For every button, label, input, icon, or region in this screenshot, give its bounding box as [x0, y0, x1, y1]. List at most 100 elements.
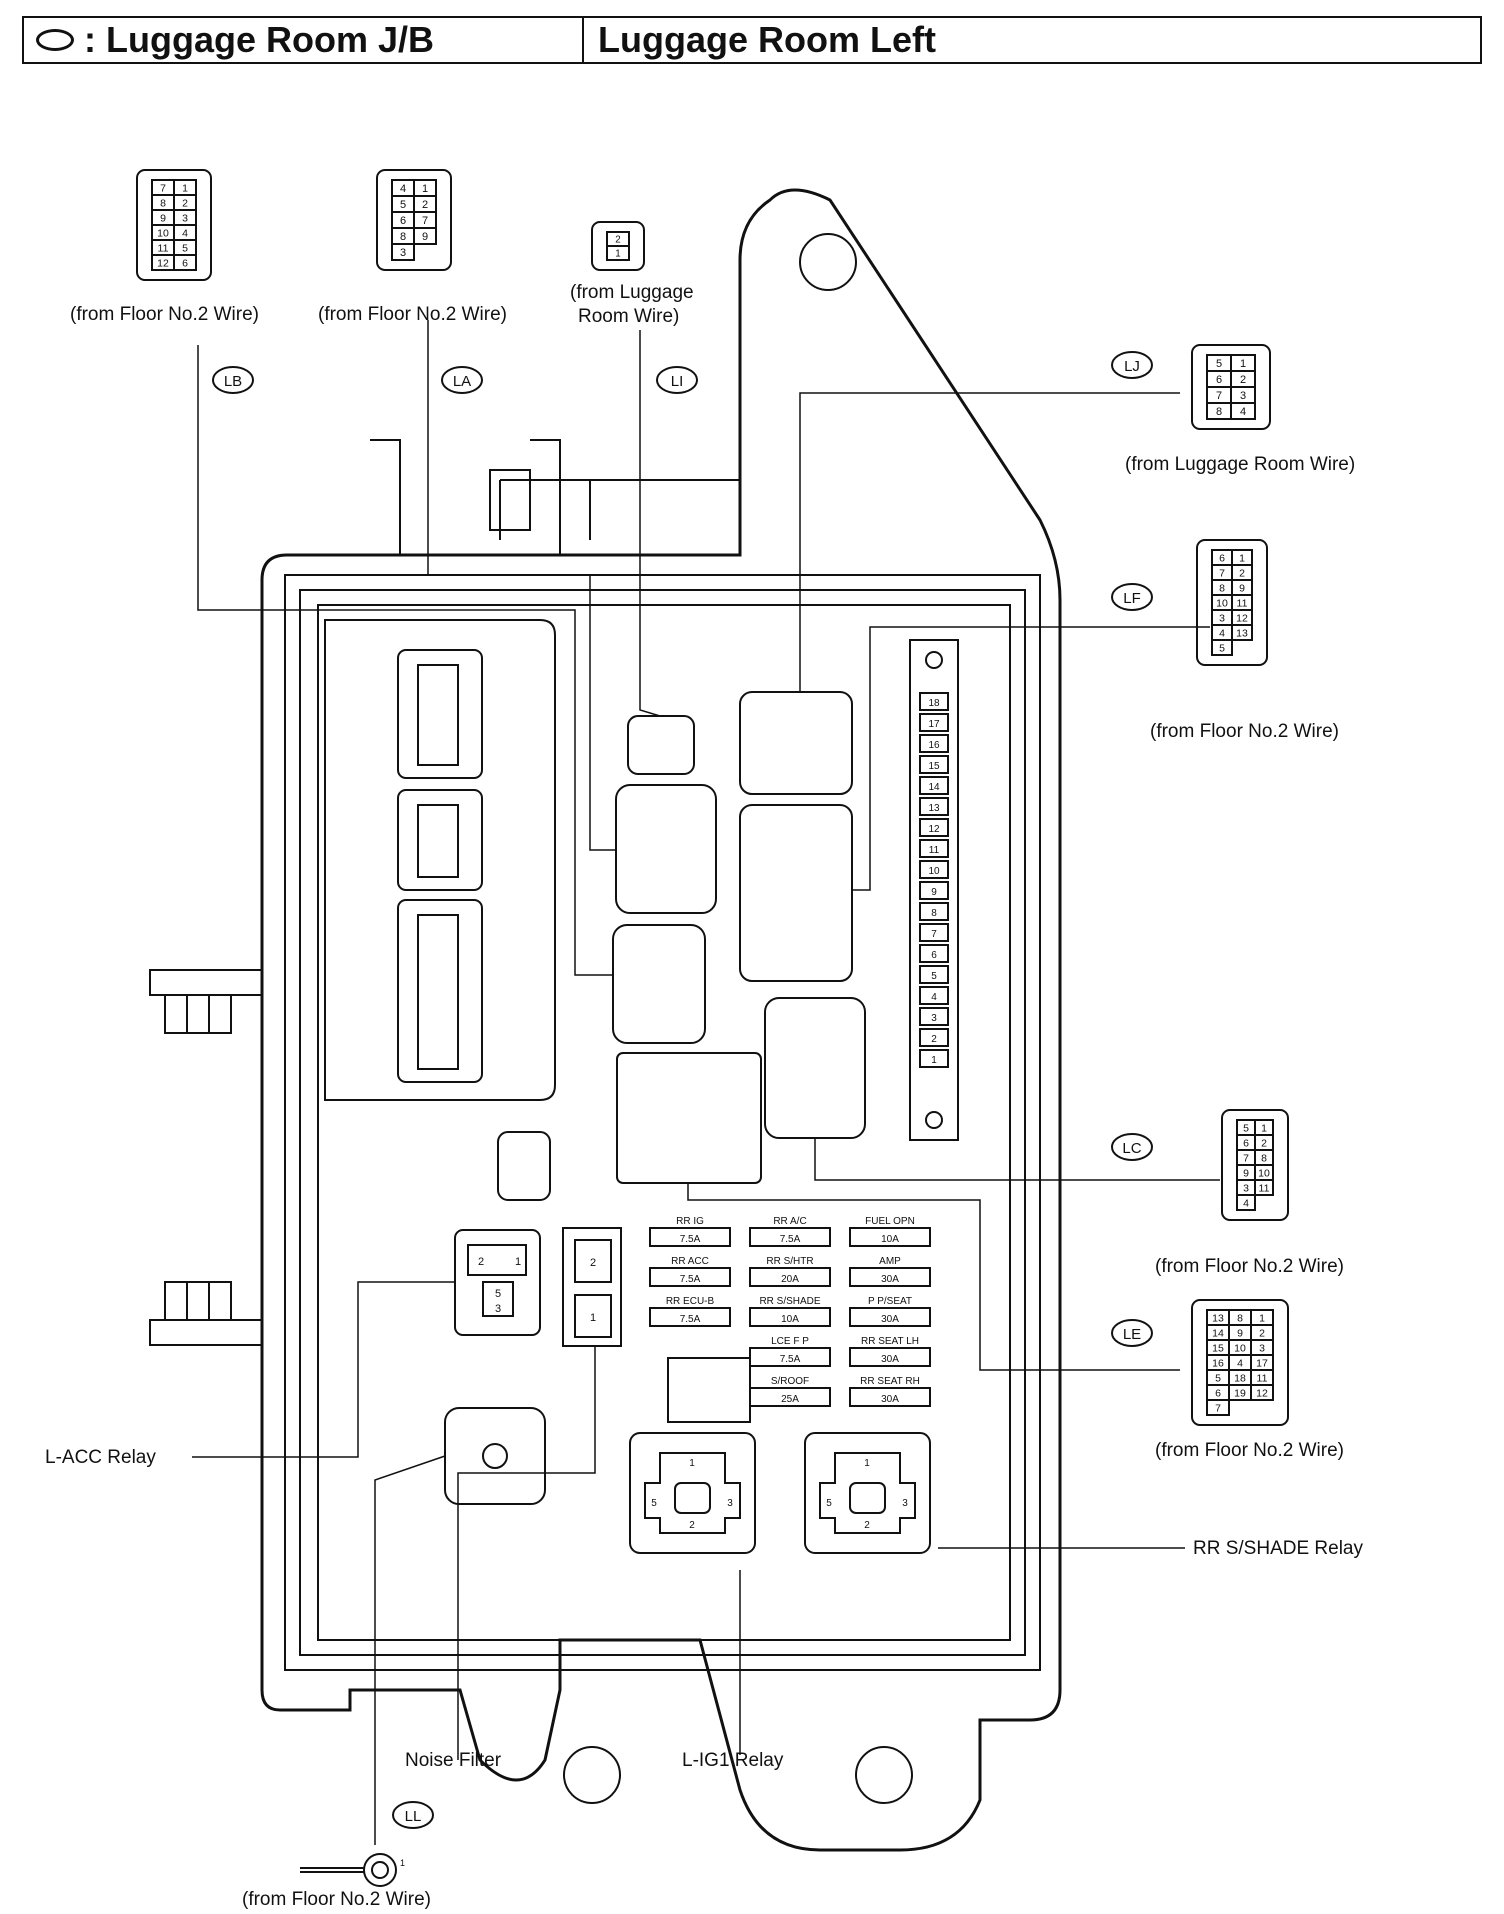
connector-pin-cell — [606, 245, 630, 261]
small-relay-pin-3: 3 — [495, 1303, 501, 1315]
relay-housing — [804, 1432, 931, 1554]
connector-pin: 12 — [1236, 612, 1248, 624]
strip-pin-number: 12 — [928, 824, 940, 835]
connector-pin: 2 — [422, 199, 428, 211]
connector-pin: 8 — [1261, 1152, 1267, 1164]
relay-pin-5: 5 — [651, 1498, 657, 1509]
small-relay-pin-2: 2 — [478, 1256, 484, 1268]
fuse-amp: 30A — [881, 1274, 899, 1285]
connector-pin: 1 — [422, 183, 428, 195]
connector-pin-cell — [413, 227, 437, 245]
connector-pin: 15 — [1212, 1342, 1224, 1354]
code-bubble-lb — [212, 366, 254, 394]
relay-housing — [629, 1432, 756, 1554]
relay-pin-3: 3 — [727, 1498, 733, 1509]
jb-housing — [149, 188, 1062, 1852]
fuse-name: RR S/SHADE — [759, 1296, 820, 1307]
fuse-slot — [849, 1227, 931, 1247]
fuse-slot — [749, 1227, 831, 1247]
oval-connector-icon — [36, 29, 74, 51]
connector-pin: 5 — [1216, 358, 1222, 370]
strip-cell — [919, 923, 949, 942]
header-right-title: Luggage Room Left — [598, 19, 936, 60]
fuse-slot — [849, 1387, 931, 1407]
strip-pin-number: 16 — [928, 740, 940, 751]
connector-pin: 3 — [1219, 612, 1225, 624]
connector-pin-cell — [1211, 639, 1233, 656]
fuse-slot — [749, 1267, 831, 1287]
connector-pin: 7 — [160, 182, 166, 194]
connector-pin: 5 — [1243, 1122, 1249, 1134]
connector-pin: 1 — [1240, 358, 1246, 370]
fuse-name: RR IG — [676, 1216, 704, 1227]
fuse-name: AMP — [879, 1256, 901, 1267]
code-bubble-lf — [1111, 583, 1153, 611]
fuse-amp: 30A — [881, 1394, 899, 1405]
connector-pin: 3 — [400, 247, 406, 259]
fuse-slot — [749, 1347, 831, 1367]
fuse-name: RR S/HTR — [766, 1256, 813, 1267]
connector-pin: 19 — [1234, 1387, 1246, 1399]
connector-pin: 6 — [1216, 374, 1222, 386]
code-bubble-le — [1111, 1319, 1153, 1347]
connector-pin-cell — [173, 254, 197, 271]
fuse-slot — [649, 1227, 731, 1247]
connector-pin: 17 — [1256, 1357, 1268, 1369]
connector-pin: 1 — [1259, 1312, 1265, 1324]
connector-pin: 8 — [1237, 1312, 1243, 1324]
connector-pin: 2 — [1261, 1137, 1267, 1149]
connector-pin: 16 — [1212, 1357, 1224, 1369]
strip-cell — [919, 944, 949, 963]
l-ig1-relay-label: L-IG1 Relay — [682, 1750, 784, 1771]
center-sockets — [497, 639, 959, 1201]
connector-code-le: LE — [1123, 1326, 1141, 1343]
connector-pin: 8 — [1216, 406, 1222, 418]
connector-pin: 10 — [1216, 597, 1228, 609]
block-fuse-2: 2 — [590, 1257, 596, 1269]
connector-pin: 11 — [1259, 1182, 1270, 1194]
code-bubble-li — [656, 366, 698, 394]
l-acc-relay-label: L-ACC Relay — [45, 1447, 156, 1468]
strip-cell — [919, 1007, 949, 1026]
relay-core — [849, 1482, 886, 1514]
connector-pin: 3 — [1240, 390, 1246, 402]
strip-cell — [919, 818, 949, 837]
connector-pin: 9 — [1243, 1167, 1249, 1179]
connector-code-lj: LJ — [1124, 358, 1140, 375]
connector-pin: 5 — [182, 242, 188, 254]
fuse-name: RR ACC — [671, 1256, 709, 1267]
strip-pin-number: 9 — [931, 887, 937, 898]
connector-pin: 12 — [157, 257, 169, 269]
header-left: : Luggage Room J/B — [24, 18, 584, 62]
connector-pin: 3 — [182, 212, 188, 224]
connector-pin: 4 — [1219, 627, 1225, 639]
connector-pin-cell — [391, 243, 415, 261]
connector-pin: 7 — [1216, 390, 1222, 402]
ll-pin-label: 1 — [400, 1858, 405, 1868]
fuse-name: RR A/C — [773, 1216, 806, 1227]
connector-pin-cell — [1250, 1384, 1274, 1401]
fuse-amp: 20A — [781, 1274, 799, 1285]
connector-pin: 13 — [1212, 1312, 1224, 1324]
connector-code-lc: LC — [1122, 1140, 1141, 1157]
connector-pin: 1 — [1261, 1122, 1267, 1134]
fuse-name: RR ECU-B — [666, 1296, 715, 1307]
strip-pin-number: 10 — [928, 866, 940, 877]
strip-pin-number: 13 — [928, 803, 940, 814]
connector-code-lb: LB — [224, 373, 242, 390]
fuse-name: FUEL OPN — [865, 1216, 915, 1227]
connector-pin: 1 — [1239, 552, 1245, 564]
connector-pin: 3 — [1243, 1182, 1249, 1194]
strip-cell — [919, 986, 949, 1005]
strip-cell — [919, 692, 949, 711]
fuse-slot — [849, 1347, 931, 1367]
connector-lf-housing — [1196, 539, 1268, 666]
connector-pin: 4 — [1243, 1197, 1249, 1209]
connector-pin: 7 — [1243, 1152, 1249, 1164]
strip-cell — [919, 713, 949, 732]
code-bubble-la — [441, 366, 483, 394]
le-source-label: (from Floor No.2 Wire) — [1155, 1440, 1344, 1461]
